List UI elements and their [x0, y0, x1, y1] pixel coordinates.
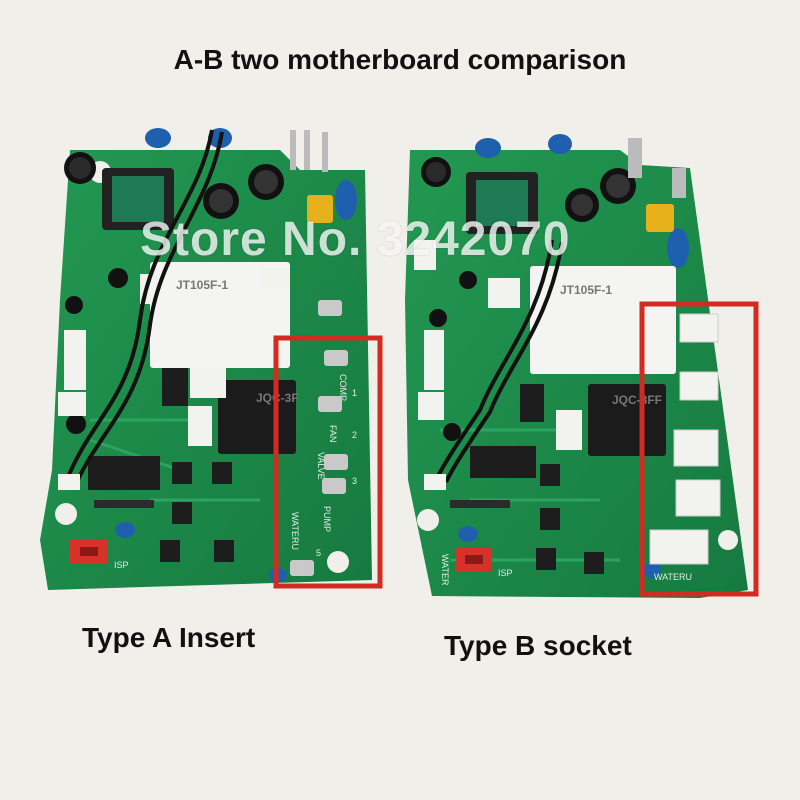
board-a-wateru-label: WATERU — [290, 512, 300, 550]
board-a-main-relay — [150, 262, 290, 368]
board-b-socket-connectors — [649, 313, 721, 565]
board-b-highlight-box — [639, 301, 759, 597]
board-b-small-relay — [588, 384, 666, 456]
caption-type-b: Type B socket — [444, 630, 632, 661]
board-b-isp-label: ISP — [498, 568, 513, 578]
board-a-num-2: 2 — [352, 430, 357, 440]
board-b-small-relay-label: JQC-3FF — [612, 393, 662, 407]
board-a-highlight-box — [273, 335, 383, 589]
board-a-relay-label: JT105F-1 — [176, 278, 228, 292]
board-a-num-1: 1 — [352, 388, 357, 398]
board-a-comp-label: COMP — [338, 374, 348, 401]
board-a: JT105F-1 JQC-3F ISP — [40, 128, 383, 590]
board-a-valve-label: VALVE — [316, 452, 326, 480]
board-a-num-5: 5 — [316, 548, 321, 558]
board-b: JT105F-1 JQC-3FF ISP WATER — [405, 134, 759, 598]
board-a-spade-terminals — [290, 300, 348, 576]
store-watermark: Store No. 3242070 — [140, 213, 571, 266]
board-a-isp-label: ISP — [114, 560, 129, 570]
board-b-relay-label: JT105F-1 — [560, 283, 612, 297]
board-a-pump-label: PUMP — [322, 506, 332, 532]
board-b-wateru-label: WATERU — [654, 572, 692, 582]
page-title: A-B two motherboard comparison — [173, 44, 627, 75]
board-a-fan-label: FAN — [328, 425, 338, 443]
board-a-num-3: 3 — [352, 476, 357, 486]
caption-type-a: Type A Insert — [82, 622, 256, 653]
board-b-water-label: WATER — [440, 554, 450, 586]
